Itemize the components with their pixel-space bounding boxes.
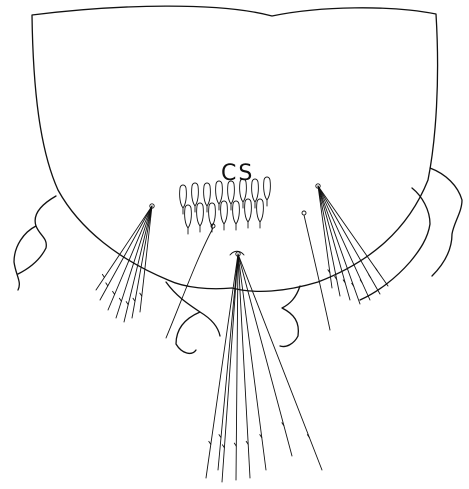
right-seta-tuft	[316, 184, 388, 304]
comb-scale	[180, 185, 187, 214]
comb-scale	[245, 199, 252, 228]
body-segment-outline	[32, 6, 438, 291]
right-single-seta	[302, 211, 330, 330]
comb-scales-label: CS	[221, 161, 254, 186]
seta-barb	[209, 441, 211, 444]
seta-barb	[102, 274, 104, 277]
right-lateral-fold	[430, 168, 462, 276]
right-lower-lobe	[280, 286, 300, 347]
seta-barb	[376, 268, 378, 271]
comb-scale	[204, 183, 211, 212]
left-lower-lobe	[166, 282, 200, 353]
comb-scale	[264, 177, 271, 206]
comb-scale	[257, 199, 264, 228]
left-single-seta	[166, 224, 215, 338]
comb-scale	[185, 205, 192, 234]
seta-barb	[113, 291, 115, 294]
seta-barb	[133, 298, 135, 301]
left-lower-lobe-inner	[200, 312, 220, 336]
seta-barb	[119, 298, 121, 301]
seta-barb	[106, 283, 108, 286]
seta-barb	[140, 293, 142, 296]
comb-scale	[192, 183, 199, 212]
comb-scale	[221, 201, 228, 230]
comb-scale	[197, 203, 204, 232]
comb-scale	[233, 201, 240, 230]
seta-barb	[126, 302, 128, 305]
right-inner-fold	[360, 188, 430, 300]
left-inner-fold	[14, 226, 36, 290]
left-seta-tuft	[96, 204, 154, 322]
